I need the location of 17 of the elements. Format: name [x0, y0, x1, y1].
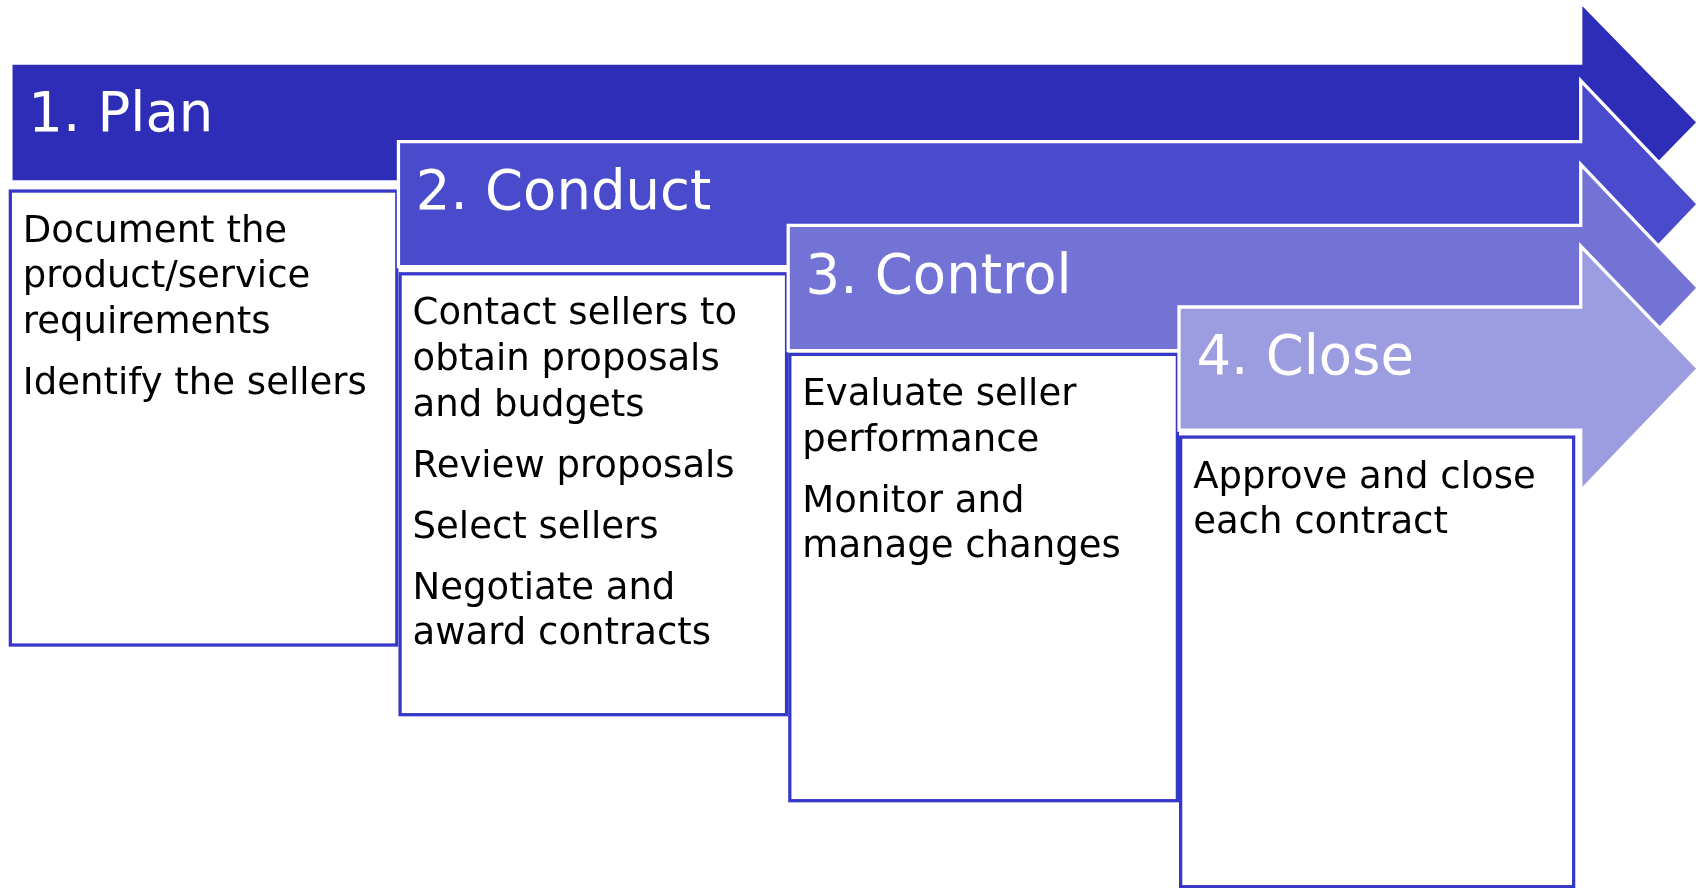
task-text: Evaluate seller performance [802, 369, 1078, 461]
task-text: Monitor and manage changes [802, 475, 1122, 568]
stage-title: 1. Plan [28, 84, 214, 140]
task-text: Contact sellers to obtain proposals and budgets [412, 288, 739, 426]
stage-title: 4. Close [1196, 328, 1414, 384]
task-text: Approve and close each contract [1193, 451, 1537, 544]
task-text: Identify the sellers [22, 358, 368, 404]
task-text: Select sellers [412, 501, 660, 548]
task-box [8, 189, 399, 647]
task-box [1179, 435, 1576, 888]
stage-title: 2. Conduct [415, 163, 712, 218]
task-text: Negotiate and award contracts [412, 562, 713, 655]
stage-title: 3. Control [805, 247, 1072, 302]
task-text: Review proposals [412, 441, 736, 487]
task-box [788, 352, 1179, 803]
task-text: Document the product/service requirements [22, 205, 312, 343]
task-box [398, 272, 789, 717]
